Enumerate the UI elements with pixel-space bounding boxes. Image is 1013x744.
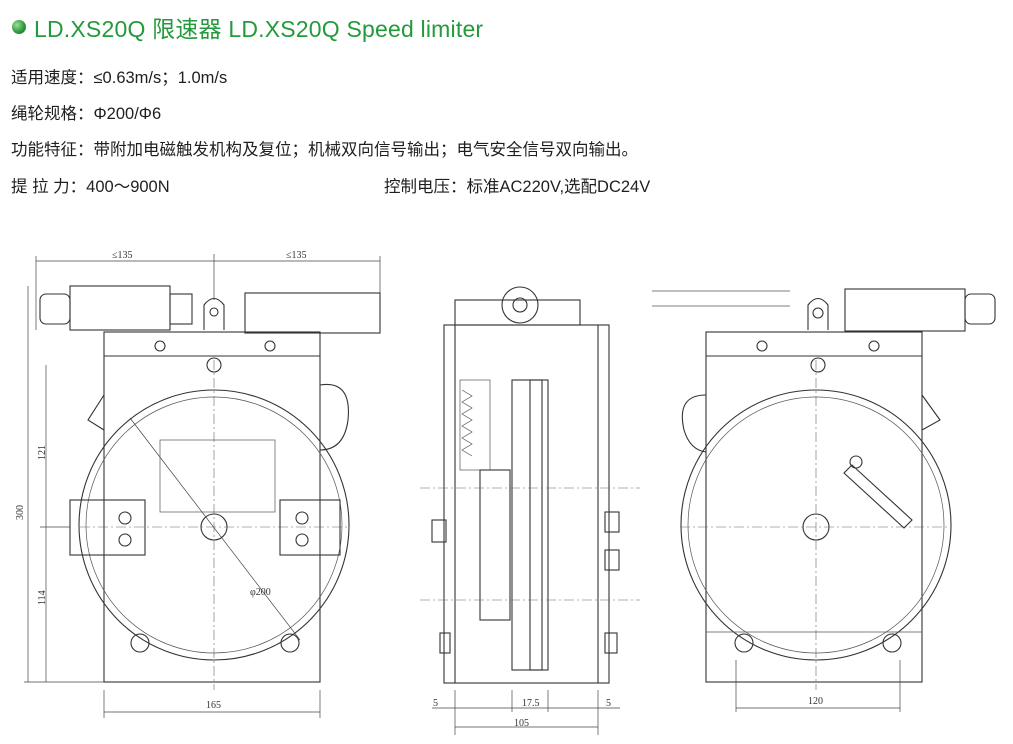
dim-back-width: 120	[808, 696, 823, 707]
dim-side-width: 105	[514, 718, 529, 729]
spec-pull: 提 拉 力：400～900N	[11, 178, 170, 196]
dim-side-17-5: 17.5	[522, 698, 540, 709]
dim-top-left: ≤135	[112, 250, 133, 261]
dim-side-5-left: 5	[433, 698, 438, 709]
bullet-icon	[12, 20, 26, 34]
page-title: LD.XS20Q 限速器 LD.XS20Q Speed limiter	[34, 16, 484, 42]
spec-voltage: 控制电压：标准AC220V,选配DC24V	[384, 178, 651, 196]
spec-speed: 适用速度：≤0.63m/s；1.0m/s	[11, 69, 228, 87]
dim-lower: 114	[37, 590, 48, 605]
dim-height-total: 300	[15, 505, 26, 520]
front-view: ≤135 ≤135 φ200	[15, 250, 381, 718]
dim-upper: 121	[37, 445, 48, 460]
spec-features: 功能特征：带附加电磁触发机构及复位；机械双向信号输出；电气安全信号双向输出。	[11, 141, 638, 159]
spec-rope: 绳轮规格：Φ200/Φ6	[11, 105, 162, 123]
dim-front-width: 165	[206, 700, 221, 711]
side-view: 5 17.5 5 105	[420, 286, 640, 735]
dim-side-5-right: 5	[606, 698, 611, 709]
back-view: 120	[652, 288, 996, 712]
dim-diameter: φ200	[250, 587, 271, 598]
dim-top-right: ≤135	[286, 250, 307, 261]
title-row: LD.XS20Q 限速器 LD.XS20Q Speed limiter	[12, 10, 483, 44]
